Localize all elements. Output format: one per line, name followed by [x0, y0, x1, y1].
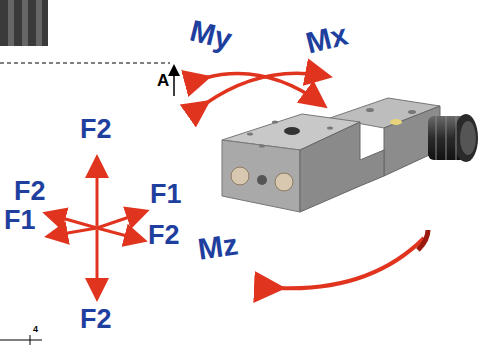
moment-arc-end — [418, 230, 428, 250]
force-label: F2 — [14, 178, 46, 205]
dimension-tick — [30, 335, 31, 345]
moment-label: Mx — [303, 19, 351, 58]
section-letter: A — [157, 72, 169, 89]
force-label: F2 — [148, 222, 180, 249]
dimension-value: 4 — [33, 325, 38, 334]
force-label: F2 — [80, 116, 112, 143]
force-label: F2 — [80, 306, 112, 333]
linear-stage — [222, 98, 478, 212]
moment-label: My — [187, 15, 235, 54]
force-arrows — [48, 160, 144, 296]
moment-arcs — [205, 73, 326, 104]
force-label: F1 — [4, 207, 36, 234]
moment-arc-z — [278, 238, 424, 288]
force-label: F1 — [150, 181, 182, 208]
moment-label: Mz — [196, 229, 240, 264]
section-line — [0, 63, 170, 64]
dimension-line — [0, 340, 42, 341]
connector-part — [0, 0, 48, 46]
section-arrow — [173, 67, 175, 96]
